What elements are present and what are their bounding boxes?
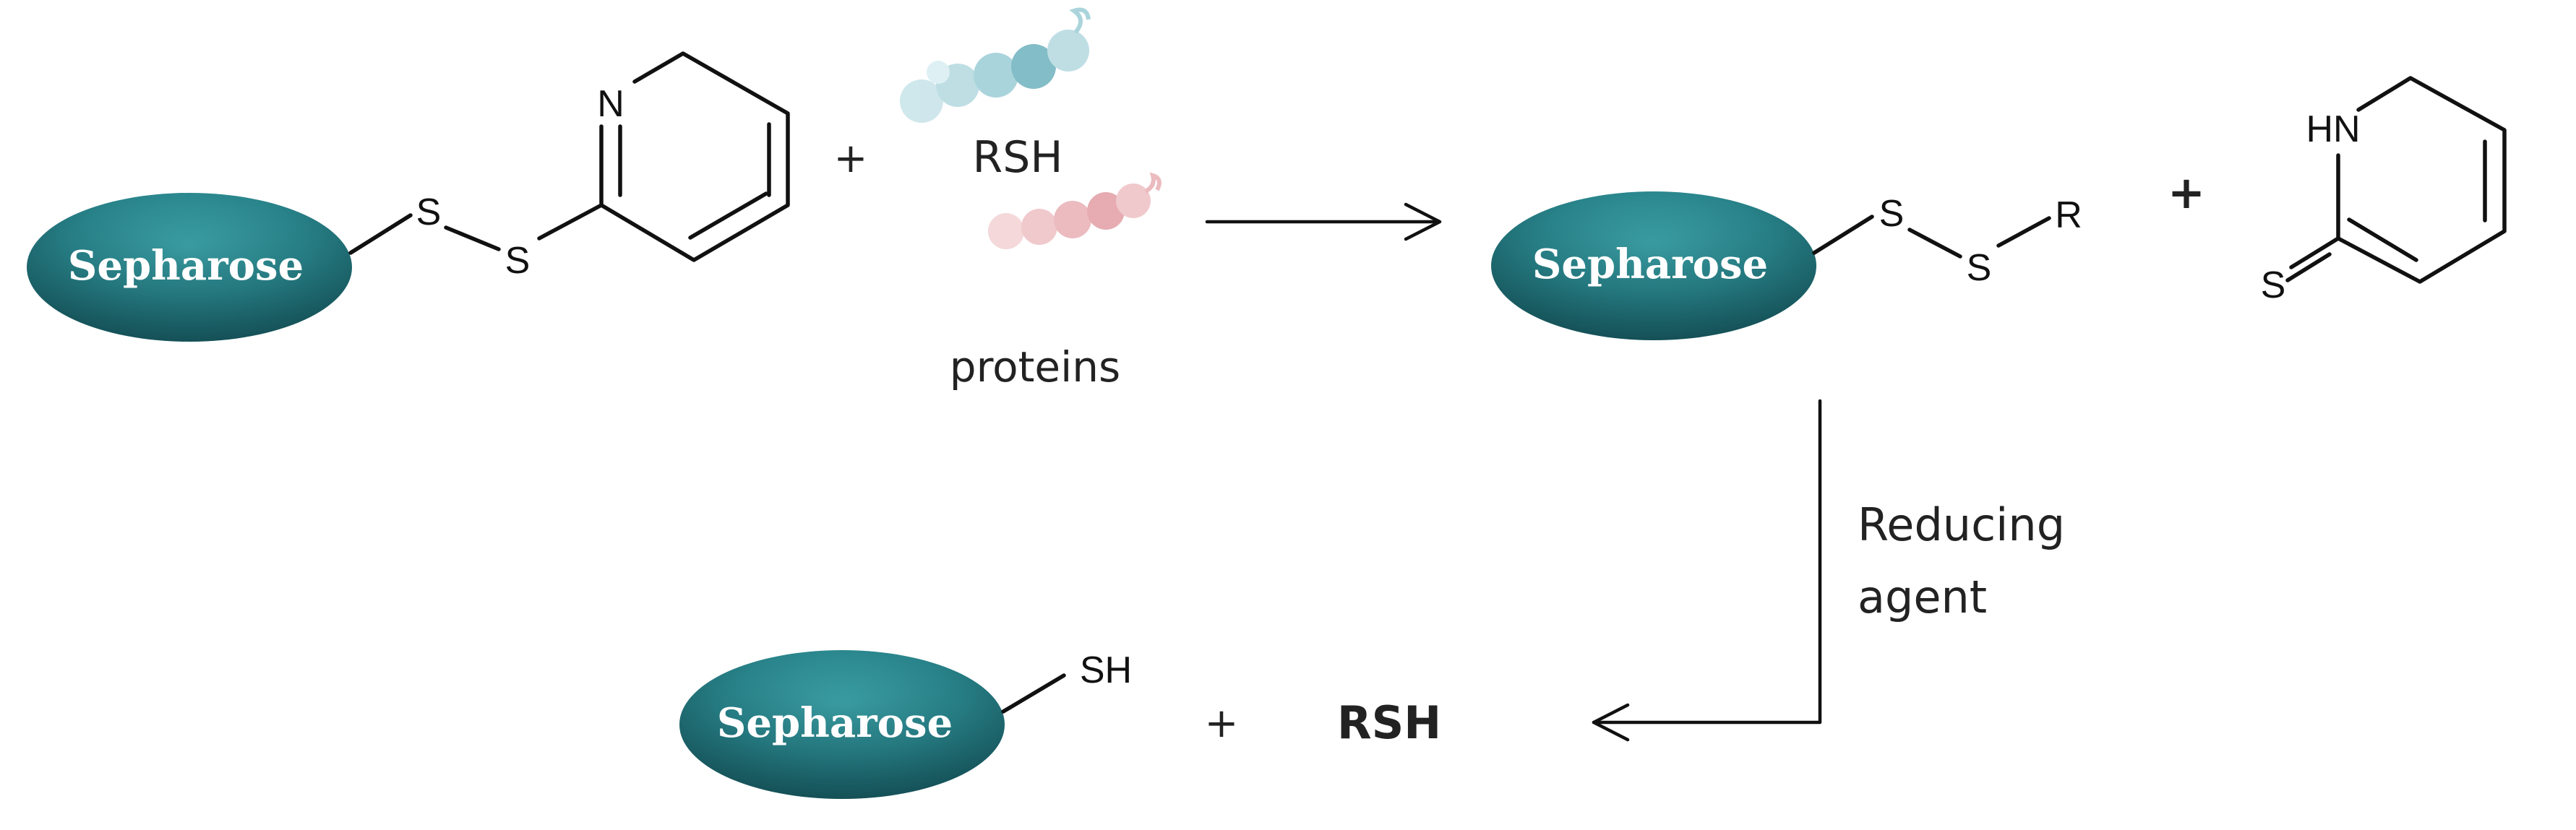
sulfur-atom-label: S xyxy=(1879,193,1905,235)
sulfur-atom-label: S xyxy=(1967,247,1992,289)
disulfide-r-group: S S R xyxy=(1812,193,2082,289)
pyridyl-disulfide-group: S S N xyxy=(348,51,790,282)
sulfur-atom-label: S xyxy=(505,240,531,282)
plus-sign: + xyxy=(1205,700,1239,747)
sepharose-bead-reactant: Sepharose xyxy=(27,193,352,342)
sulfur-atom-label: S xyxy=(2261,264,2286,306)
reducing-agent-label-line1: Reducing xyxy=(1858,498,2065,551)
sepharose-bead-conjugate: Sepharose xyxy=(1491,191,1816,340)
thiol-reactant-label: RSH xyxy=(973,132,1063,183)
bead-label: Sepharose xyxy=(68,242,304,290)
plus-sign: + xyxy=(834,135,868,182)
thiol-atom-label: SH xyxy=(1080,649,1132,691)
reduction-arrow xyxy=(1592,399,1822,742)
protein-chain-blue-icon xyxy=(900,7,1091,123)
r-group-label: R xyxy=(2055,194,2082,236)
sulfur-atom-label: S xyxy=(416,191,442,233)
released-thiol-label: RSH xyxy=(1337,696,1441,749)
forward-reaction-arrow xyxy=(1205,202,1442,241)
plus-sign: + xyxy=(2168,166,2205,219)
proteins-caption: proteins xyxy=(950,342,1120,392)
nh-atom-label: HN xyxy=(2306,108,2360,150)
pyridine-thione-molecule: HN S xyxy=(2261,76,2507,306)
bead-label: Sepharose xyxy=(1532,241,1768,288)
bead-label: Sepharose xyxy=(717,699,953,747)
sepharose-bead-thiol: Sepharose xyxy=(679,650,1005,799)
nitrogen-atom-label: N xyxy=(597,83,624,125)
protein-chain-red-icon xyxy=(988,172,1162,249)
reducing-agent-label-line2: agent xyxy=(1858,571,1987,623)
thiol-bond xyxy=(1001,673,1066,714)
